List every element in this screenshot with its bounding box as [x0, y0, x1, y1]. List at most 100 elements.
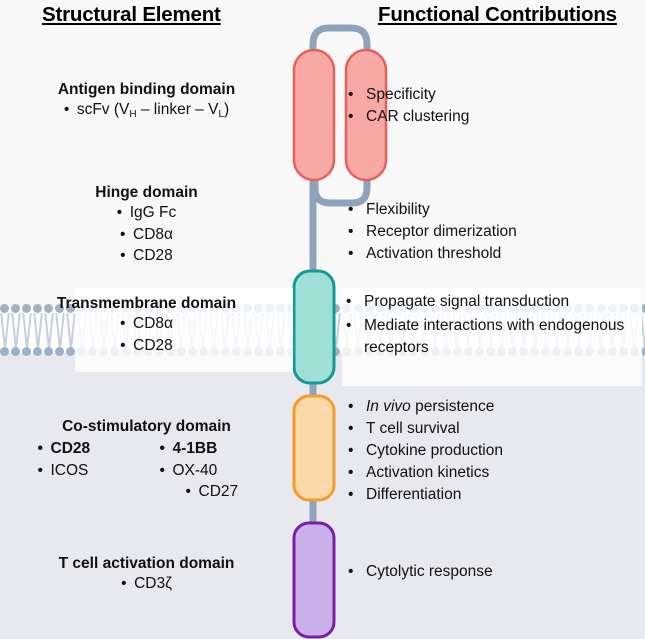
costim-a-item-1: • ICOS [38, 460, 134, 481]
costim-column-a: •CD28 • ICOS [38, 438, 134, 502]
scfv-vh-capsule [292, 48, 336, 182]
transmembrane-item-1-label: CD28 [133, 336, 173, 354]
fn-differentiation: Differentiation [366, 486, 462, 503]
list-item: • T cell survival [348, 418, 640, 440]
lipid-head [66, 304, 76, 313]
fn-activation-threshold: Activation threshold [366, 245, 502, 262]
functional-transmembrane-list: • Propagate signal transduction • Mediat… [346, 291, 642, 359]
hinge-item-2: • CD28 [0, 245, 293, 266]
bullet-icon: • [37, 440, 43, 458]
fn-activation-kinetics: Activation kinetics [366, 464, 490, 481]
scfv-vl-capsule [344, 48, 388, 182]
bullet-icon: • [116, 204, 123, 222]
costim-a-item-1-label: ICOS [50, 461, 89, 479]
functional-hinge-list: • Flexibility • Receptor dimerization • … [348, 199, 640, 265]
list-item: • In vivo persistence [348, 396, 640, 418]
costimulatory-capsule [292, 394, 336, 502]
fn-in-vivo-persistence: In vivo persistence [366, 396, 640, 418]
bullet-icon: • [348, 86, 354, 103]
costim-b-item-1-label: OX-40 [172, 461, 218, 479]
lipid-head [33, 347, 43, 356]
list-item: • CAR clustering [348, 106, 640, 128]
lipid-head [66, 347, 76, 356]
bullet-icon: • [120, 247, 126, 265]
bullet-icon: • [348, 464, 354, 481]
hinge-item-2-label: CD28 [133, 247, 173, 265]
costim-b-item-1: • OX-40 [160, 460, 256, 481]
list-item: • Mediate interactions with endogenous r… [346, 315, 642, 359]
fn-propagate-signal: Propagate signal transduction [364, 293, 570, 310]
bullet-icon: • [63, 101, 70, 119]
costim-column-b: • 4-1BB • OX-40 •CD27 [160, 438, 256, 502]
left-membrane-text-plate [75, 288, 293, 372]
block-antigen-binding-domain: Antigen binding domain • scFv (VH – linke… [0, 80, 293, 122]
bullet-icon: • [120, 225, 126, 243]
list-item: • Cytokine production [348, 440, 640, 462]
persistence-text: persistence [410, 398, 495, 415]
costim-a-item-0: •CD28 [38, 438, 134, 459]
bullet-icon: • [159, 461, 165, 479]
lipid-head [55, 347, 65, 356]
list-item: • Propagate signal transduction [346, 291, 642, 313]
list-item: • Activation threshold [348, 243, 640, 265]
bullet-icon: • [346, 293, 352, 310]
bullet-icon: • [348, 108, 354, 125]
in-vivo-italic: In vivo [366, 398, 411, 415]
block-costimulatory-domain: Co-stimulatory domain •CD28 • ICOS • 4-1BB… [0, 417, 293, 503]
list-item: • Specificity [348, 84, 640, 106]
bullet-icon: • [348, 223, 354, 240]
lipid-head [33, 304, 43, 313]
fn-t-cell-survival: T cell survival [366, 420, 460, 437]
bullet-icon: • [348, 486, 354, 503]
costim-b-item-0-label: 4-1BB [172, 440, 218, 458]
list-item: • Cytolytic response [348, 561, 640, 583]
bullet-icon: • [121, 575, 127, 593]
bullet-icon: • [348, 420, 354, 437]
lipid-head [331, 304, 341, 313]
bullet-icon: • [120, 336, 126, 354]
costim-b-item-2: •CD27 [160, 481, 256, 502]
lipid-head [0, 347, 9, 356]
bullet-icon: • [159, 440, 165, 458]
lipid-head [22, 347, 32, 356]
bullet-icon: • [37, 461, 43, 479]
bullet-icon: • [348, 201, 354, 218]
scfv-text: scFv (VH – linker – VL) [76, 101, 230, 121]
fn-car-clustering: CAR clustering [366, 108, 470, 125]
fn-flexibility: Flexibility [366, 201, 430, 218]
costimulatory-title: Co-stimulatory domain [62, 418, 231, 435]
transmembrane-title: Transmembrane domain [56, 295, 237, 312]
list-item: • Differentiation [348, 484, 640, 506]
functional-costimulatory-list: • In vivo persistence • T cell survival … [348, 396, 640, 506]
lipid-head [331, 347, 341, 356]
header-structural-element: Structural Element [42, 3, 221, 26]
transmembrane-item-0: •CD8α [0, 313, 293, 334]
lipid-head [640, 347, 645, 356]
costim-b-item-0: • 4-1BB [160, 438, 256, 459]
bullet-icon: • [348, 245, 354, 262]
bullet-icon: • [346, 317, 352, 334]
bullet-icon: • [120, 315, 126, 333]
lipid-head [11, 304, 21, 313]
right-membrane-text-plate [342, 288, 642, 386]
activation-title: T cell activation domain [58, 555, 235, 572]
bullet-icon: • [185, 483, 191, 501]
hinge-title: Hinge domain [95, 184, 198, 201]
bullet-icon: • [348, 563, 354, 580]
header-functional-contributions: Functional Contributions [378, 3, 617, 26]
lipid-head [0, 304, 9, 313]
hinge-item-1-label: CD8α [133, 225, 173, 243]
list-item: • Activation kinetics [348, 462, 640, 484]
fn-specificity: Specificity [366, 86, 436, 103]
antigen-binding-title: Antigen binding domain [57, 81, 236, 98]
block-transmembrane-domain: Transmembrane domain •CD8α • CD28 [0, 294, 293, 356]
activation-item-0: •CD3ζ [0, 573, 293, 594]
scfv-top-linker [309, 24, 371, 176]
functional-antigen-binding-list: • Specificity • CAR clustering [348, 84, 640, 128]
functional-activation-list: • Cytolytic response [348, 561, 640, 583]
fn-receptor-dimerization: Receptor dimerization [366, 223, 517, 240]
transmembrane-capsule [292, 269, 336, 385]
hinge-item-1: • CD8α [0, 224, 293, 245]
